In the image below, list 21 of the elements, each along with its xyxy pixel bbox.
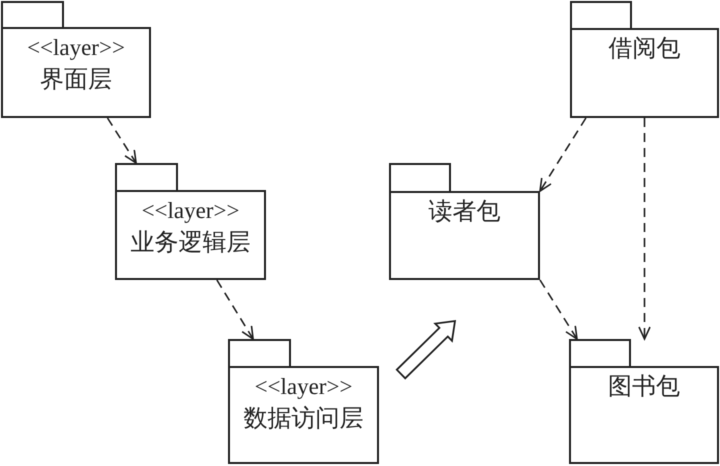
stereotype-label: <<layer>> — [27, 34, 125, 62]
package-name: 图书包 — [608, 373, 680, 402]
stereotype-label: <<layer>> — [142, 197, 240, 225]
dependency-arrow — [638, 118, 651, 340]
uml-package — [228, 339, 379, 464]
package-name: 数据访问层 — [244, 404, 364, 434]
package-name: 读者包 — [428, 198, 500, 227]
package-name: 借阅包 — [608, 35, 680, 64]
uml-package — [570, 1, 719, 118]
dependency-arrow — [106, 118, 137, 164]
dependency-arrow — [539, 118, 587, 192]
dependency-arrow — [216, 280, 254, 340]
stereotype-label: <<layer>> — [254, 373, 352, 401]
package-name: 界面层 — [40, 66, 112, 95]
uml-package — [569, 339, 719, 464]
dependency-arrow — [539, 280, 578, 340]
hollow-block-arrow — [396, 320, 456, 380]
uml-package — [1, 1, 151, 118]
uml-package — [115, 163, 266, 280]
uml-package — [389, 163, 540, 280]
package-name: 业务逻辑层 — [130, 229, 250, 258]
